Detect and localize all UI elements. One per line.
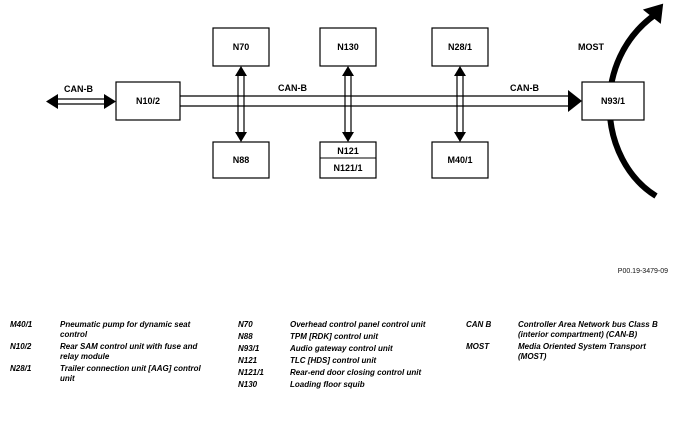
- legend-entry: N88 TPM [RDK] control unit: [238, 332, 448, 342]
- legend-desc: Pneumatic pump for dynamic seat control: [60, 320, 191, 339]
- label-can-b-left: CAN-B: [64, 84, 93, 94]
- unit-n10-2: N10/2: [115, 81, 181, 121]
- link-n28-1: [454, 66, 466, 142]
- legend-code: N130: [238, 380, 258, 389]
- legend-desc: Audio gateway control unit: [290, 344, 393, 353]
- legend-entry: N121 TLC [HDS] control unit: [238, 356, 448, 366]
- svg-text:N28/1: N28/1: [448, 42, 472, 52]
- bus-arrow-right: [568, 90, 582, 112]
- legend-code: N93/1: [238, 344, 260, 353]
- legend-column-1: M40/1 Pneumatic pump for dynamic seat co…: [10, 320, 210, 386]
- svg-text:N93/1: N93/1: [601, 96, 625, 106]
- legend-desc: Trailer connection unit [AAG] control un…: [60, 364, 201, 383]
- unit-n121-1: N121/1: [333, 163, 362, 173]
- label-most: MOST: [578, 42, 605, 52]
- svg-text:N130: N130: [337, 42, 359, 52]
- legend-entry: N28/1 Trailer connection unit [AAG] cont…: [10, 364, 210, 384]
- link-n130: [342, 66, 354, 142]
- unit-n28-1: N28/1: [431, 27, 489, 67]
- legend-entry: N121/1 Rear-end door closing control uni…: [238, 368, 448, 378]
- svg-text:N88: N88: [233, 155, 250, 165]
- external-arrow-left: [46, 94, 58, 109]
- legend-desc: Rear-end door closing control unit: [290, 368, 422, 377]
- legend-code: N70: [238, 320, 253, 329]
- link-n70: [235, 66, 247, 142]
- legend-code: CAN B: [466, 320, 492, 329]
- can-b-external-link: [46, 94, 116, 109]
- legend-code: N10/2: [10, 342, 32, 351]
- legend-entry: M40/1 Pneumatic pump for dynamic seat co…: [10, 320, 210, 340]
- legend-code: N28/1: [10, 364, 32, 373]
- legend-code: N121: [238, 356, 258, 365]
- figure-id: P00.19-3479-09: [617, 268, 668, 275]
- unit-n121: N121: [337, 146, 359, 156]
- label-can-b-mid: CAN-B: [278, 83, 307, 93]
- legend-desc: Loading floor squib: [290, 380, 365, 389]
- legend-entry: N70 Overhead control panel control unit: [238, 320, 448, 330]
- legend-entry: CAN B Controller Area Network bus Class …: [466, 320, 676, 340]
- legend-desc: Rear SAM control unit with fuse and rela…: [60, 342, 198, 361]
- legend-code: N121/1: [238, 368, 264, 377]
- unit-n130: N130: [319, 27, 377, 67]
- svg-text:N10/2: N10/2: [136, 96, 160, 106]
- legend-entry: N10/2 Rear SAM control unit with fuse an…: [10, 342, 210, 362]
- can-b-bus: [180, 90, 582, 112]
- external-arrow-right: [104, 94, 116, 109]
- legend-desc: Overhead control panel control unit: [290, 320, 426, 329]
- most-ring-arrow: [642, 3, 664, 24]
- legend-desc: Media Oriented System Transport (MOST): [518, 342, 646, 361]
- legend-code: MOST: [466, 342, 490, 351]
- legend-column-2: N70 Overhead control panel control unit …: [238, 320, 448, 392]
- unit-n88: N88: [212, 141, 270, 179]
- can-b-network-diagram: N70 N130 N28/1 N10/2 N88 N121 N121/1 M40…: [46, 3, 664, 199]
- legend-desc: TLC [HDS] control unit: [290, 356, 377, 365]
- legend-entry: N130 Loading floor squib: [238, 380, 448, 390]
- unit-n121-group: N121 N121/1: [319, 141, 377, 179]
- legend-code: N88: [238, 332, 253, 341]
- legend-desc: Controller Area Network bus Class B (int…: [518, 320, 658, 339]
- svg-text:M40/1: M40/1: [447, 155, 472, 165]
- legend-entry: MOST Media Oriented System Transport (MO…: [466, 342, 676, 362]
- unit-n70: N70: [212, 27, 270, 67]
- legend-desc: TPM [RDK] control unit: [290, 332, 378, 341]
- unit-m40-1: M40/1: [431, 141, 489, 179]
- label-can-b-right: CAN-B: [510, 83, 539, 93]
- unit-n93-1: N93/1: [581, 81, 645, 121]
- legend-code: M40/1: [10, 320, 33, 329]
- legend-entry: N93/1 Audio gateway control unit: [238, 344, 448, 354]
- legend-column-3: CAN B Controller Area Network bus Class …: [466, 320, 676, 364]
- svg-text:N70: N70: [233, 42, 250, 52]
